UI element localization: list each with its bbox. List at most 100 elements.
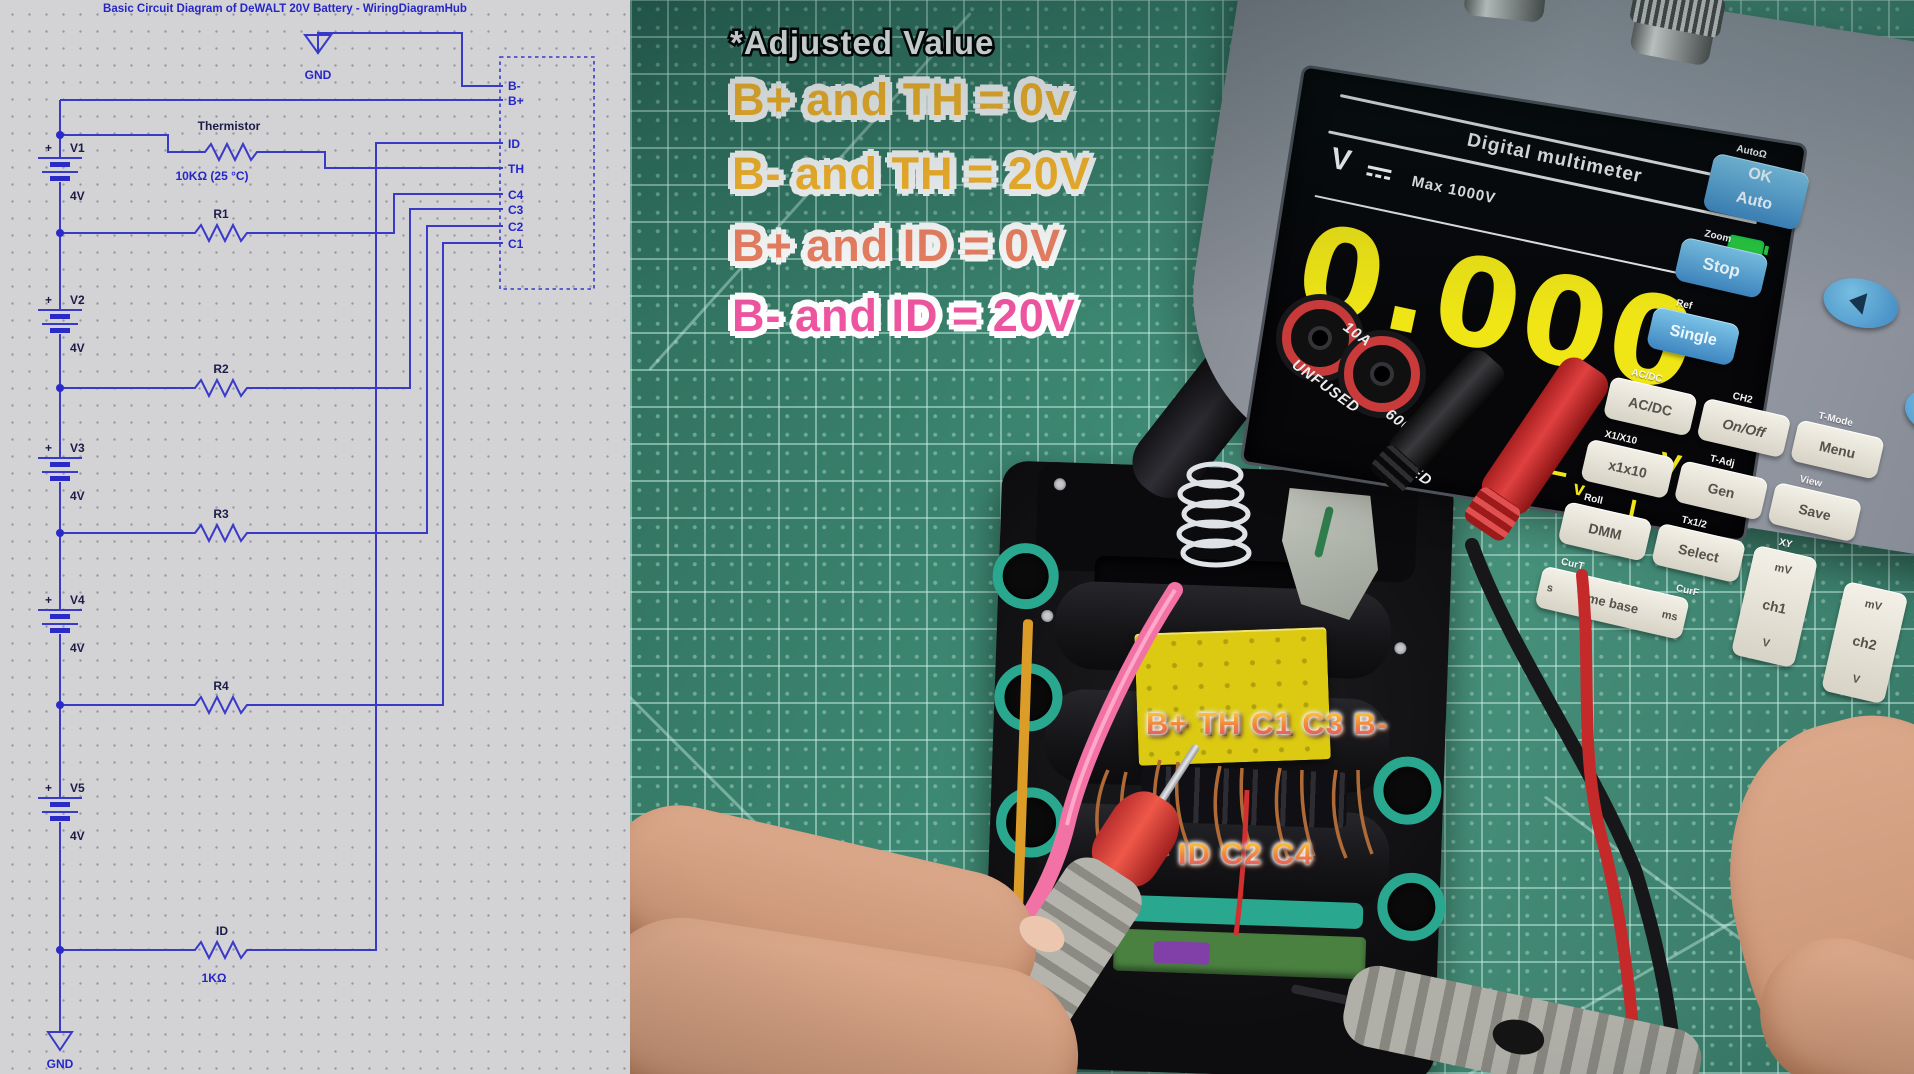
purple-component [1153, 940, 1210, 965]
v-label: V [1851, 672, 1862, 687]
cell-value: 4V [70, 189, 85, 203]
svg-text:+: + [45, 593, 52, 607]
svg-text:V3: V3 [70, 441, 85, 455]
connector-box [499, 56, 595, 290]
max-range-label: Max 1000V [1410, 172, 1498, 208]
resistor-r2: R2 [60, 208, 503, 399]
ch1-button[interactable]: mV ch1 V [1730, 544, 1819, 669]
ch1-label: ch1 [1760, 595, 1789, 617]
svg-text:R2: R2 [213, 362, 229, 376]
bnc-connector-icon[interactable] [1628, 0, 1728, 67]
thermistor-branch: Thermistor 10KΩ (25 °C) [60, 119, 503, 183]
stop-button[interactable]: Stop [1673, 236, 1770, 300]
gnd-bottom-label: GND [47, 1057, 74, 1071]
timebase-button[interactable]: s Time base ms [1534, 565, 1690, 641]
dc-solid-line [1367, 165, 1392, 174]
id-resistor-branch: ID 1KΩ [60, 142, 503, 985]
node-dot [56, 384, 64, 392]
cell-v2: + V2 4V [38, 293, 85, 355]
caption-heading: *Adjusted Value [727, 22, 995, 64]
seconds-label: s [1545, 581, 1555, 595]
caption-line-2: B- and TH = 20V [730, 146, 1093, 202]
v-label: V [1761, 636, 1771, 651]
yellow-pcb [1134, 627, 1331, 766]
gnd-top-label: GND [305, 68, 332, 82]
svg-text:+: + [45, 293, 52, 307]
caption-line-4: B- and ID = 20V [730, 288, 1078, 344]
cell-name: V1 [70, 141, 85, 155]
thermistor-name: Thermistor [198, 119, 261, 133]
gnd-to-bminus-wire [317, 32, 503, 87]
svg-text:4V: 4V [70, 641, 85, 655]
node-dot [56, 701, 64, 709]
ok-auto-button[interactable]: OK Auto [1702, 152, 1811, 231]
pack-top-row-label: B+ TH C1 C3 B- [1146, 706, 1389, 741]
resistor-r1: R1 [60, 193, 503, 244]
circuit-diagram-panel: Basic Circuit Diagram of DeWALT 20V Batt… [0, 0, 630, 1074]
pin-b-plus: B+ [508, 94, 524, 108]
mv-label: mV [1863, 597, 1883, 614]
ms-label: ms [1660, 608, 1679, 624]
arrow-left-button[interactable] [1818, 271, 1904, 336]
dc-dashed-line [1366, 172, 1391, 181]
id-name: ID [216, 924, 228, 938]
svg-text:V2: V2 [70, 293, 85, 307]
resistor-r3: R3 [60, 225, 503, 544]
pack-bottom-row-label: ID C2 C4 [1178, 836, 1314, 871]
timebase-label: Time base [1574, 587, 1640, 617]
photo-panel: Digital multimeter V Max 1000V 0.000 V v [630, 0, 1914, 1074]
mv-label: mV [1773, 561, 1793, 578]
gen-button[interactable]: Gen [1673, 460, 1769, 521]
dmm-button[interactable]: DMM [1557, 501, 1653, 562]
current-jack-600ma[interactable] [1344, 336, 1420, 412]
node-dot [56, 946, 64, 954]
pin-b-minus: B- [508, 79, 521, 93]
ok-label: OK [1746, 164, 1774, 187]
single-button[interactable]: Single [1645, 305, 1741, 367]
x1x10-button[interactable]: x1x10 [1580, 438, 1676, 500]
diagram-title: Basic Circuit Diagram of DeWALT 20V Batt… [103, 3, 467, 15]
select-button[interactable]: Select [1650, 522, 1747, 584]
gnd-bottom-icon [46, 1031, 74, 1052]
bnc-connector-icon[interactable] [1463, 0, 1554, 24]
acdc-button[interactable]: AC/DC [1602, 376, 1698, 437]
svg-text:R3: R3 [213, 507, 229, 521]
onoff-button[interactable]: On/Off [1696, 397, 1792, 459]
svg-text:+: + [45, 781, 52, 795]
svg-text:R4: R4 [213, 679, 229, 693]
cell-v4: + V4 4V [38, 593, 85, 655]
screw [1041, 609, 1054, 623]
cell-plus: + [45, 141, 52, 155]
caption-line-3: B+ and ID = 0V [729, 218, 1062, 274]
gnd-top-icon [303, 34, 333, 55]
ch2-button[interactable]: mV ch2 V [1820, 580, 1909, 705]
id-value: 1KΩ [202, 971, 227, 985]
screw [1394, 642, 1407, 655]
pin-id: ID [508, 137, 520, 151]
cell-v1: + V1 4V [38, 141, 85, 203]
pin-c3: C3 [508, 203, 524, 217]
volts-dc-icon: V [1327, 141, 1354, 179]
circuit-schematic: Basic Circuit Diagram of DeWALT 20V Batt… [38, 3, 595, 1071]
svg-text:4V: 4V [70, 489, 85, 503]
svg-text:R1: R1 [213, 207, 229, 221]
pin-c1: C1 [508, 237, 524, 251]
svg-text:V4: V4 [70, 593, 85, 607]
current-jack-10a[interactable] [1282, 300, 1358, 376]
thermistor-value: 10KΩ (25 °C) [175, 169, 248, 183]
left-arrow-icon [1846, 289, 1868, 315]
pin-c2: C2 [508, 220, 524, 234]
green-pcb-strip [1112, 928, 1367, 980]
key-tag: Ref [1675, 297, 1694, 313]
pin-th: TH [508, 162, 524, 176]
svg-text:V5: V5 [70, 781, 85, 795]
key-tag: XY [1777, 536, 1794, 551]
pin-c4: C4 [508, 188, 524, 202]
save-button[interactable]: Save [1767, 481, 1863, 543]
menu-button[interactable]: Menu [1789, 419, 1886, 480]
svg-text:4V: 4V [70, 341, 85, 355]
svg-text:4V: 4V [70, 829, 85, 843]
auto-label: Auto [1734, 188, 1774, 213]
arrow-right-button[interactable] [1900, 380, 1914, 445]
